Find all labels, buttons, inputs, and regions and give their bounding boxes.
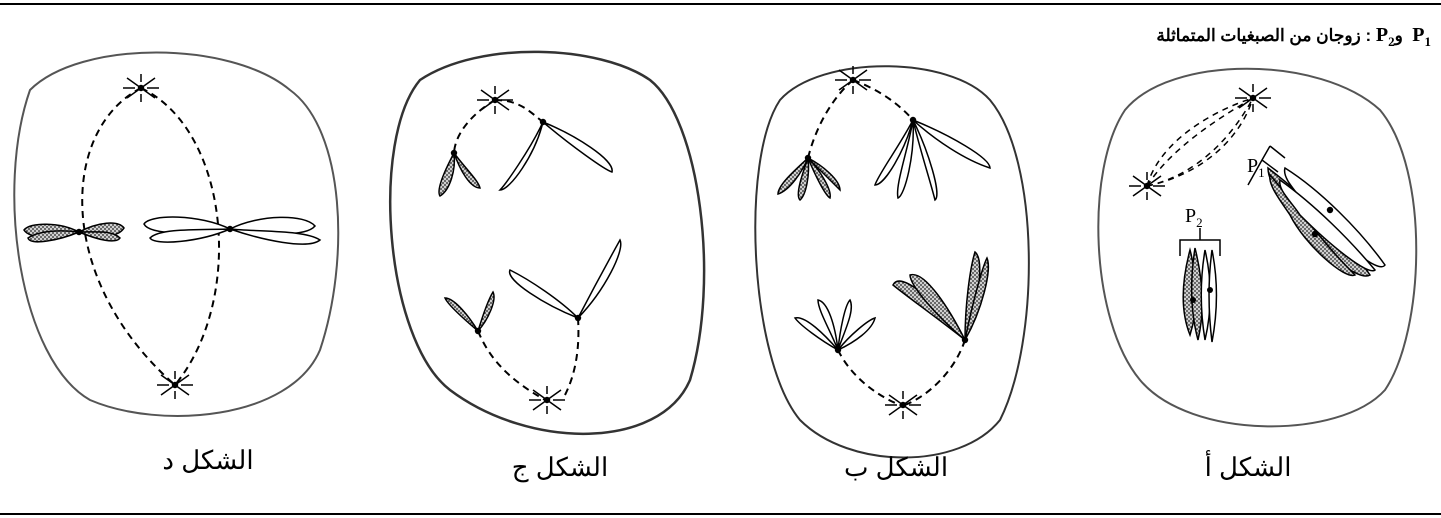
chromosome-shaded: [445, 292, 494, 334]
chromosome-shaded: [893, 252, 988, 343]
spindle-fiber: [454, 100, 495, 153]
caption-figure-a: الشكل أ: [1168, 452, 1328, 483]
spindle-fiber: [1147, 98, 1253, 186]
spindle-fiber: [905, 340, 965, 405]
spindle-fiber: [478, 331, 545, 400]
centrosome-icon: [835, 66, 871, 94]
spindle-fiber: [1147, 98, 1253, 186]
figure-j: [390, 52, 704, 434]
chromosome-shaded: [24, 223, 124, 242]
caption-figure-b: الشكل ب: [816, 452, 976, 483]
spindle-fiber: [1147, 98, 1253, 186]
centrosome-icon: [477, 86, 513, 114]
chromosome-shaded: [439, 150, 480, 196]
caption-figure-d: الشكل د: [128, 445, 288, 476]
figure-b: [755, 66, 1029, 458]
bracket-p2: P2: [1180, 205, 1220, 256]
label-p2-header: P2: [1376, 24, 1395, 46]
chromosome-white: [795, 300, 875, 353]
chromosome-tetrad-p2: [1183, 248, 1216, 342]
spindle-fiber: [808, 80, 853, 158]
cell-membrane: [390, 52, 704, 434]
chromosome-tetrad-p1: [1268, 168, 1385, 276]
spindle-fiber: [1147, 98, 1253, 186]
legend-header: P1 وP2 : زوجان من الصبغيات المتماثلة: [1156, 24, 1431, 50]
chromosome-white: [500, 119, 612, 190]
chromosome-white: [144, 217, 320, 244]
chromosome-white: [875, 117, 990, 200]
conjunction: و: [1395, 26, 1403, 45]
chromosome-shaded: [778, 155, 840, 200]
spindle-fiber: [565, 318, 578, 395]
caption-figure-j: الشكل ج: [480, 452, 640, 483]
centrosome-icon: [157, 371, 193, 399]
spindle-fiber: [495, 100, 543, 122]
figure-d: [14, 53, 338, 416]
label-p1-header: P1: [1412, 24, 1431, 46]
centrosome-icon: [529, 386, 565, 414]
centrosome-icon: [1129, 172, 1165, 200]
chromosome-white: [510, 240, 621, 321]
centrosome-icon: [1235, 84, 1271, 112]
centrosome-icon: [123, 74, 159, 102]
figure-a: P1 P2: [1098, 69, 1416, 427]
legend-text: : زوجان من الصبغيات المتماثلة: [1156, 26, 1371, 45]
label-p2: P2: [1185, 205, 1203, 230]
centrosome-icon: [885, 391, 921, 419]
